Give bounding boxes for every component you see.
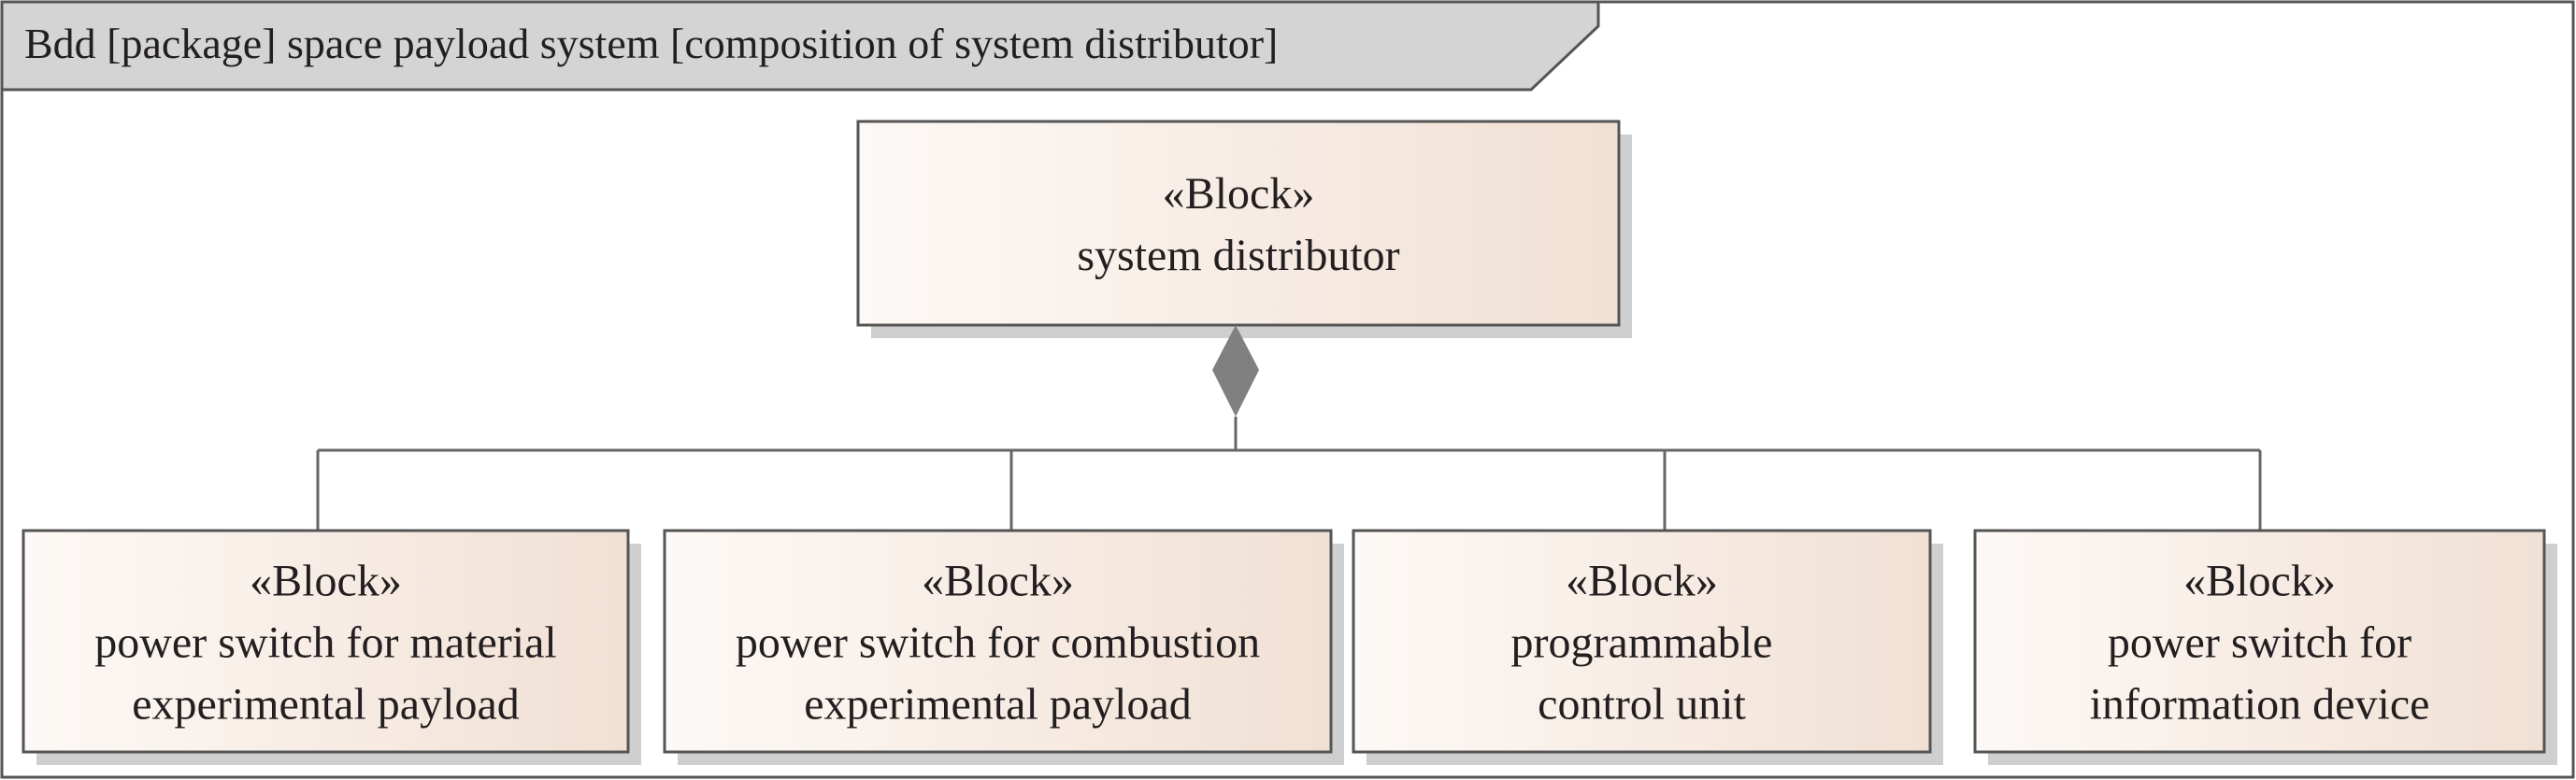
child-block-body bbox=[1352, 529, 1932, 754]
frame-title-tab bbox=[0, 0, 1600, 92]
block-stereotype: «Block» bbox=[922, 556, 1074, 605]
child-block-body bbox=[1973, 529, 2546, 754]
block-power-switch-information[interactable]: «Block» power switch for information devic… bbox=[1973, 529, 2557, 765]
block-name-line: power switch for material bbox=[94, 617, 556, 667]
child-block-body bbox=[663, 529, 1333, 754]
filled-diamond-icon bbox=[1212, 325, 1259, 417]
block-power-switch-material[interactable]: «Block» power switch for material experime… bbox=[21, 529, 641, 765]
block-name-line: system distributor bbox=[1077, 231, 1399, 280]
block-name-line: power switch for combustion bbox=[736, 617, 1260, 667]
parent-block-body bbox=[856, 120, 1621, 327]
block-programmable-control-unit[interactable]: «Block» programmable control unit bbox=[1352, 529, 1943, 765]
composition-connectors bbox=[316, 417, 2262, 531]
block-name-line: control unit bbox=[1538, 679, 1746, 729]
block-name-line: power switch for bbox=[2108, 617, 2411, 667]
block-power-switch-combustion[interactable]: «Block» power switch for combustion experi… bbox=[663, 529, 1344, 765]
block-name-line: experimental payload bbox=[132, 679, 520, 729]
child-block-body bbox=[21, 529, 630, 754]
block-name-line: programmable bbox=[1511, 617, 1773, 667]
frame-title: Bdd [package] space payload system [comp… bbox=[24, 20, 1278, 67]
block-system-distributor[interactable]: «Block» system distributor bbox=[856, 120, 1632, 338]
block-stereotype: «Block» bbox=[250, 556, 402, 605]
child-blocks: «Block» power switch for material experime… bbox=[21, 529, 2557, 765]
block-stereotype: «Block» bbox=[2183, 556, 2336, 605]
block-stereotype: «Block» bbox=[1163, 169, 1315, 219]
block-name-line: information device bbox=[2090, 679, 2430, 729]
block-stereotype: «Block» bbox=[1566, 556, 1718, 605]
block-name-line: experimental payload bbox=[804, 679, 1192, 729]
